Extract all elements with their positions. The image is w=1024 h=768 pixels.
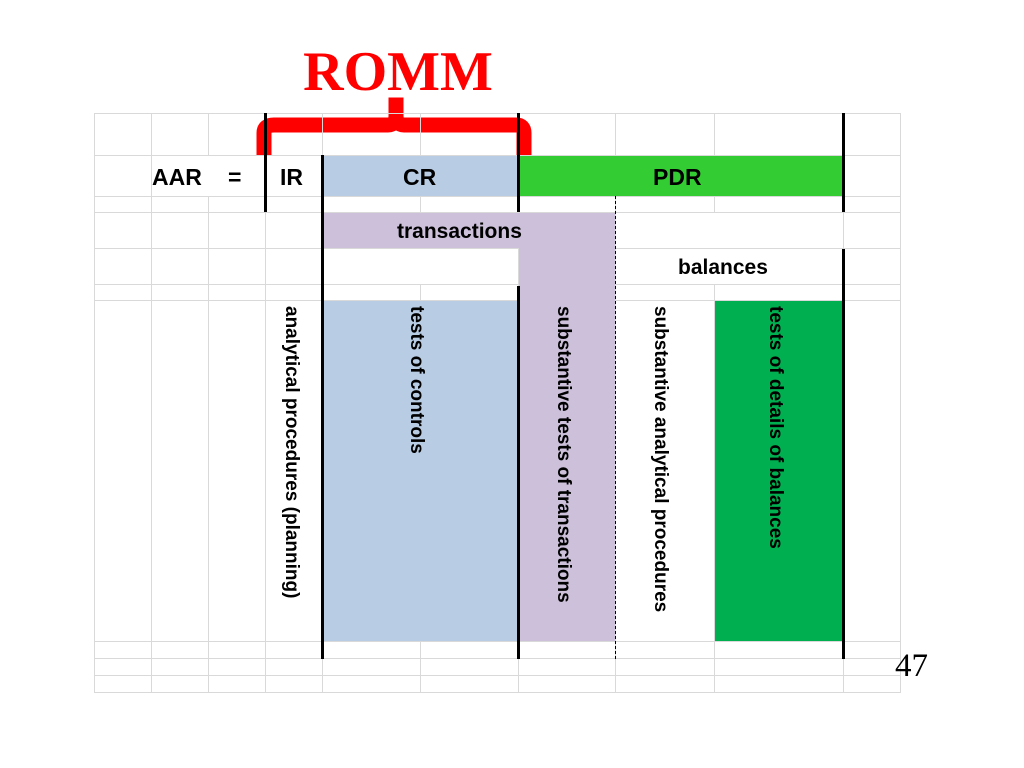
blank-cell bbox=[323, 249, 518, 284]
balances-cell bbox=[616, 249, 843, 284]
grid-line bbox=[94, 113, 900, 114]
grid-line bbox=[94, 248, 900, 249]
divider-line bbox=[517, 286, 520, 659]
tests-of-details-top bbox=[715, 301, 843, 641]
tests-of-controls-label: tests of controls bbox=[406, 306, 427, 454]
substantive-transactions-label: substantive tests of transactions bbox=[553, 306, 574, 603]
analytical-planning-label: analytical procedures (planning) bbox=[281, 306, 302, 599]
pdr-fill-top bbox=[519, 156, 843, 196]
tests-of-controls-top bbox=[324, 301, 518, 641]
balances-label: balances bbox=[678, 256, 768, 279]
substantive-analytical-label: substantive analytical procedures bbox=[650, 306, 671, 613]
grid-line bbox=[94, 675, 900, 676]
dashed-divider bbox=[615, 196, 616, 659]
grid-line bbox=[714, 113, 715, 693]
blank-cell bbox=[266, 301, 322, 641]
grid-line bbox=[94, 300, 900, 301]
divider-line bbox=[842, 249, 845, 659]
grid-line bbox=[94, 641, 900, 642]
transactions-band-top bbox=[324, 213, 615, 248]
blank-cell bbox=[266, 156, 322, 196]
grid-line bbox=[94, 284, 900, 285]
grid-line bbox=[94, 692, 900, 693]
ir-label: IR bbox=[280, 164, 303, 190]
cr-fill-top bbox=[324, 156, 518, 196]
grid-line bbox=[94, 155, 900, 156]
transactions-column-top bbox=[519, 248, 615, 641]
grid-line bbox=[208, 113, 209, 693]
grid-line bbox=[265, 113, 266, 693]
aar-label: AAR bbox=[152, 164, 202, 190]
romm-title: ROMM bbox=[303, 41, 493, 103]
pdr-label: PDR bbox=[653, 164, 702, 190]
page-number: 47 bbox=[895, 648, 928, 684]
grid-line bbox=[94, 196, 900, 197]
divider-line bbox=[842, 113, 845, 212]
blank-cell bbox=[616, 301, 714, 641]
equals-sign: = bbox=[228, 164, 242, 190]
tests-of-details-label: tests of details of balances bbox=[765, 306, 786, 549]
cr-label: CR bbox=[403, 164, 437, 190]
blank-cell bbox=[152, 156, 264, 196]
divider-line bbox=[264, 113, 267, 212]
grid-line bbox=[151, 113, 152, 693]
blank-cell bbox=[616, 213, 843, 248]
divider-line bbox=[517, 113, 520, 212]
grid-line bbox=[94, 212, 900, 213]
divider-line bbox=[321, 155, 324, 659]
grid-line bbox=[94, 658, 900, 659]
transactions-label: transactions bbox=[397, 220, 522, 243]
grid-line bbox=[900, 113, 901, 693]
grid-line bbox=[94, 113, 95, 693]
